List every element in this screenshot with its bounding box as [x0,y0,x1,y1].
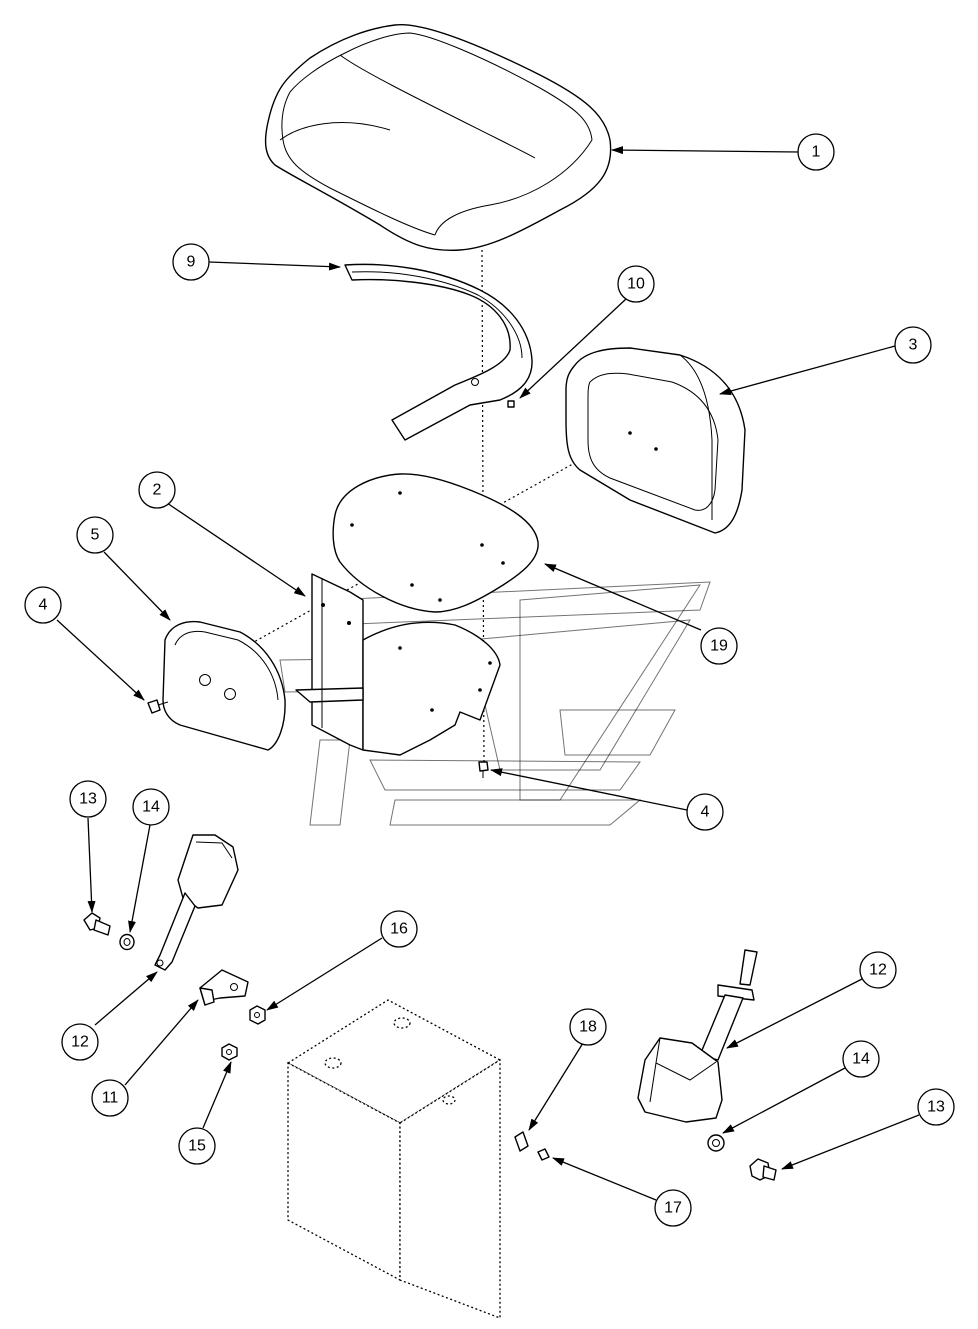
callout-2: 2 [138,471,176,509]
callout-3-label: 3 [909,337,918,354]
callout-11: 11 [91,1079,129,1117]
seat-cushion [264,23,612,252]
callout-11-label: 11 [102,1090,119,1107]
seatbelt-buckle-part-12-left [154,834,239,971]
callout-15: 15 [178,1127,216,1165]
callout-4-right-label: 4 [701,804,710,821]
mounting-bracket [295,573,501,756]
screw-part-4-right [478,761,489,778]
washer-part-14-right [707,1134,725,1152]
callout-15-label: 15 [188,1138,206,1155]
callout-4-left-label: 4 [39,597,48,614]
callout-9: 9 [172,243,210,281]
screw-part-4-left [147,699,169,714]
nut-part-16 [249,1005,266,1025]
callout-18: 18 [569,1008,607,1046]
callout-2-label: 2 [153,482,162,499]
callout-3: 3 [894,326,932,364]
callout-9-label: 9 [187,254,196,271]
callout-12-left-label: 12 [71,1034,89,1051]
callout-13-right: 13 [917,1088,955,1126]
callout-5-label: 5 [91,527,100,544]
callout-14-right-label: 14 [852,1051,870,1068]
anchor-bracket-part-11 [199,969,249,1006]
callout-10: 10 [617,265,655,303]
callout-1: 1 [797,133,835,171]
callout-4-right: 4 [686,793,724,831]
nut-part-15 [221,1043,238,1061]
callout-14-left: 14 [132,788,170,826]
callout-1-label: 1 [812,144,821,161]
screw-part-17 [537,1148,550,1161]
callout-19-label: 19 [710,638,728,655]
callout-18-label: 18 [579,1019,597,1036]
callout-12-left: 12 [61,1023,99,1061]
callout-13-left-label: 13 [79,791,97,808]
callout-13-left: 13 [69,780,107,818]
bolt-part-13-left [83,912,111,936]
clip-part-18 [514,1131,529,1152]
leader-lines [56,146,920,1201]
seat-base-plate [332,473,539,613]
washer-part-14-left [119,933,135,951]
side-plate [162,620,286,751]
bolt-part-13-right [749,1158,777,1181]
seatbelt-retractor-part-12-right [637,949,758,1123]
callout-19: 19 [700,627,738,665]
callout-13-right-label: 13 [927,1099,945,1116]
backrest-cushion [565,347,746,534]
callout-16: 16 [380,910,418,948]
callout-14-left-label: 14 [142,799,160,816]
trim-strip [344,263,533,441]
seat-support-frame [286,999,502,1319]
callout-4-left: 4 [24,586,62,624]
callout-12-right-label: 12 [869,962,887,979]
callout-5: 5 [76,516,114,554]
callout-17: 17 [654,1189,692,1227]
callout-10-label: 10 [627,276,645,293]
screw-part-10 [507,400,515,408]
callout-16-label: 16 [390,921,408,938]
callout-17-label: 17 [664,1200,682,1217]
callout-12-right: 12 [859,951,897,989]
callout-14-right: 14 [842,1040,880,1078]
